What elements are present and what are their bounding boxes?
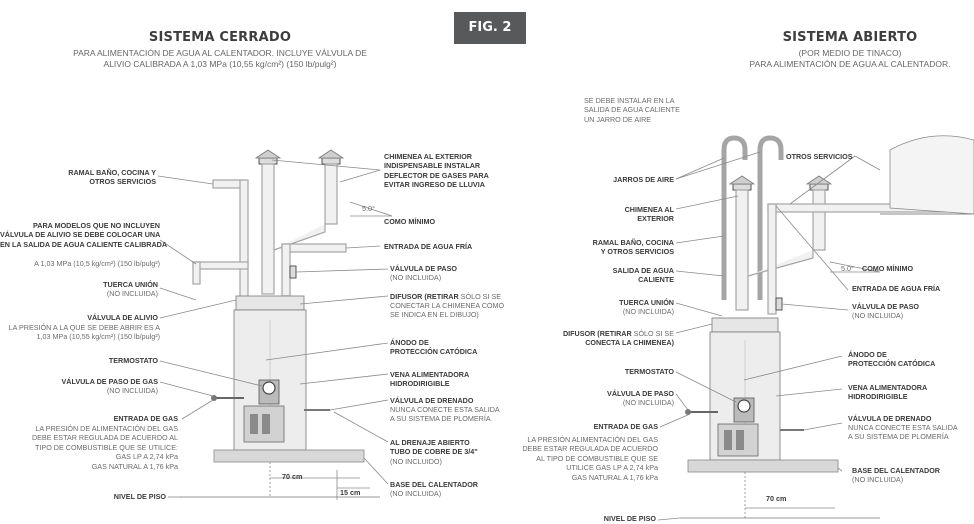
label-entrada-gas-r-note: LA PRESIÓN ALIMENTACIÓN DEL GAS DEBE EST…	[522, 435, 658, 482]
label-base-note: (NO INCLUIDA)	[390, 489, 442, 498]
label-agua-fria: ENTRADA DE AGUA FRÍA	[384, 242, 473, 251]
label-entrada-gas-r: ENTRADA DE GAS	[593, 422, 658, 431]
label-como-minimo: COMO MÍNIMO	[384, 217, 436, 226]
label-difusor-r: DIFUSOR (RETIRAR SÓLO SI SE	[530, 329, 674, 338]
dim-15-left: 15 cm	[340, 488, 361, 497]
label-vena: VENA ALIMENTADORA HIDRODIRIGIBLE	[390, 370, 470, 389]
right-leader-lines	[657, 151, 881, 521]
label-tuerca: TUERCA UNIÓN	[103, 280, 158, 289]
label-otros-servicios: OTROS SERVICIOS	[786, 152, 853, 161]
label-difusor: DIFUSOR (RETIRAR SÓLO SI SE	[390, 292, 510, 301]
label-difusor-rest: SÓLO SI SE	[458, 292, 502, 301]
right-subtitle-1: (POR MEDIO DE TINACO)	[798, 48, 902, 58]
label-valvula-paso-r: VÁLVULA DE PASO	[607, 389, 674, 398]
label-jarros: JARROS DE AIRE	[613, 175, 674, 184]
label-difusor-r-bold: DIFUSOR (RETIRAR	[562, 329, 632, 338]
label-angle-r: 5.0°	[841, 264, 854, 273]
label-alivio-note: LA PRESIÓN A LA QUE SE DEBE ABRIR ES A 1…	[8, 323, 160, 342]
label-tuerca-r: TUERCA UNIÓN	[619, 298, 674, 307]
label-termostato-r: TERMOSTATO	[624, 367, 674, 376]
label-valvula-paso-r-note: (NO INCLUIDA)	[622, 398, 674, 407]
label-tuerca-r-note: (NO INCLUIDA)	[622, 307, 674, 316]
label-tuerca-note: (NO INCLUIDA)	[106, 289, 158, 298]
label-difusor-r-rest: SÓLO SI SE	[631, 329, 674, 338]
label-entrada-gas: ENTRADA DE GAS	[113, 414, 178, 423]
label-ramal-r: RAMAL BAÑO, COCINA Y OTROS SERVICIOS	[592, 238, 674, 257]
label-anodo: ÁNODO DE PROTECCIÓN CATÓDICA	[390, 338, 478, 357]
label-difusor-note: CONECTAR LA CHIMENEA COMO SE INDICA EN E…	[390, 301, 505, 320]
label-ramal: RAMAL BAÑO, COCINA Y OTROS SERVICIOS	[68, 168, 156, 187]
label-anodo-r: ÁNODO DE PROTECCIÓN CATÓDICA	[848, 350, 936, 369]
label-valvula-paso-r2: VÁLVULA DE PASO	[852, 302, 919, 311]
label-alivio: VÁLVULA DE ALIVIO	[87, 313, 158, 322]
label-paso-gas-note: (NO INCLUIDA)	[106, 386, 158, 395]
label-drenaje-note: (NO INCLUIDO)	[390, 457, 442, 466]
left-heater-drawing	[180, 149, 393, 500]
label-drenado-r: VÁLVULA DE DRENADO	[848, 414, 932, 423]
label-base-r-note: (NO INCLUIDA)	[852, 475, 904, 484]
label-chimenea-r: CHIMENEA AL EXTERIOR	[624, 205, 674, 224]
label-drenado: VÁLVULA DE DRENADO	[390, 396, 474, 405]
right-title: SISTEMA ABIERTO	[782, 30, 918, 45]
fig-label: FIG. 2	[454, 12, 526, 44]
label-drenado-r-note: NUNCA CONECTE ESTA SALIDA A SU SISTEMA D…	[848, 423, 958, 442]
label-modelos-detail: A 1,03 MPa (10,5 kg/cm²) (150 lb/pulg²)	[34, 259, 160, 268]
label-vena-r: VENA ALIMENTADORA HIDRODIRIGIBLE	[848, 383, 928, 402]
label-drenado-note: NUNCA CONECTE ESTA SALIDA A SU SISTEMA D…	[390, 405, 500, 424]
label-paso-gas: VÁLVULA DE PASO DE GAS	[61, 377, 158, 386]
label-difusor-r-note: CONECTA LA CHIMENEA)	[585, 338, 674, 347]
label-nivel-piso-r: NIVEL DE PISO	[603, 514, 656, 523]
label-valvula-paso: VÁLVULA DE PASO	[390, 264, 457, 273]
left-subtitle-2: ALIVIO CALIBRADA A 1,03 MPa (10,55 kg/cm…	[103, 59, 337, 69]
left-leader-lines	[157, 159, 389, 498]
label-agua-fria-r: ENTRADA DE AGUA FRÍA	[852, 284, 941, 293]
left-subtitle-1: PARA ALIMENTACIÓN DE AGUA AL CALENTADOR.…	[73, 48, 367, 58]
label-jarro-note: SE DEBE INSTALAR EN LA SALIDA DE AGUA CA…	[584, 96, 680, 124]
label-base-r: BASE DEL CALENTADOR	[852, 466, 940, 475]
label-entrada-gas-note: LA PRESIÓN DE ALIMENTACIÓN DEL GAS DEBE …	[31, 424, 178, 471]
label-como-minimo-r: COMO MÍNIMO	[862, 264, 914, 273]
label-chimenea: CHIMENEA AL EXTERIOR INDISPENSABLE INSTA…	[384, 152, 489, 190]
left-title: SISTEMA CERRADO	[148, 30, 292, 45]
right-subtitle-2: PARA ALIMENTACIÓN DE AGUA AL CALENTADOR.	[749, 59, 951, 69]
label-termostato: TERMOSTATO	[108, 356, 158, 365]
label-angle: 5.0°	[362, 204, 375, 213]
label-valvula-paso-r2-note: (NO INCLUIDA)	[852, 311, 904, 320]
right-heater-drawing	[680, 135, 974, 519]
label-base: BASE DEL CALENTADOR	[390, 480, 478, 489]
dim-70-left: 70 cm	[282, 472, 303, 481]
label-drenaje: AL DRENAJE ABIERTO TUBO DE COBRE DE 3/4"	[390, 438, 478, 457]
label-valvula-paso-note: (NO INCLUIDA)	[390, 273, 442, 282]
label-difusor-bold: DIFUSOR (RETIRAR	[390, 292, 459, 301]
label-nivel-piso: NIVEL DE PISO	[113, 492, 166, 501]
label-salida: SALIDA DE AGUA CALIENTE	[612, 266, 674, 285]
label-modelos: PARA MODELOS QUE NO INCLUYEN VÁLVULA DE …	[0, 221, 168, 249]
dim-70-right: 70 cm	[766, 494, 787, 503]
